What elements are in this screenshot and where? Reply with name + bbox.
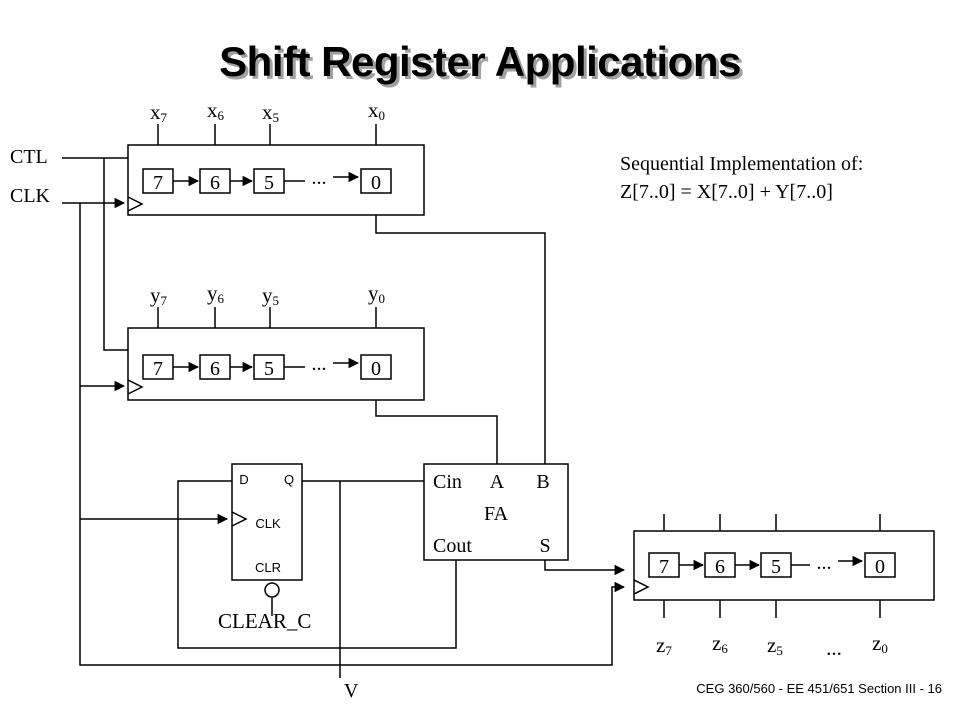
register-y: y7 y6 y5 y0 7 6 5 0 ... [127,281,425,401]
y-cell-7: 7 [153,358,163,380]
z-cell-7: 7 [659,556,669,578]
d-flipflop: D Q CLK CLR [231,463,303,598]
clock-triangle [127,196,144,212]
x-ellipsis: ... [312,167,327,189]
x-out-wire [375,215,546,464]
register-z: 7 6 5 0 ... z7 z6 z5 ... z0 [633,514,935,660]
x-cell-7: 7 [153,172,163,194]
ctl-to-y-wire [103,158,128,351]
x7-label: x7 [150,100,168,125]
s-to-z-wire [544,560,626,576]
fa-cin-label: Cin [433,471,462,493]
y-ellipsis: ... [312,353,327,375]
ctl-label: CTL [10,146,48,168]
fa-b-label: B [536,471,549,493]
y0-label: y0 [368,281,385,306]
z-cell-6: 6 [715,556,725,578]
y-out-wire [375,400,498,464]
clear-c-label: CLEAR_C [218,609,311,633]
y-cell-0: 0 [371,358,381,380]
fa-s-label: S [539,535,550,557]
description-line-2: Z[7..0] = X[7..0] + Y[7..0] [620,181,833,203]
z-cell-0: 0 [875,556,885,578]
y-cell-6: 6 [210,358,220,380]
clock-triangle [633,579,650,595]
description-line-1: Sequential Implementation of: [620,153,863,175]
ff-q-label: Q [284,472,294,487]
x0-label: x0 [368,98,385,123]
fa-cout-label: Cout [433,535,472,557]
clock-triangle [231,511,248,527]
z-ellipsis: ... [817,552,832,574]
v-label: V [344,680,359,702]
ff-d-label: D [239,472,248,487]
page-title: Shift Register Applications [219,38,741,85]
wiring [62,157,626,678]
z0-label: z0 [872,631,888,656]
clk-main-wire [79,203,626,666]
z-label-ellipsis: ... [826,636,842,660]
y5-label: y5 [262,283,279,308]
register-x: x7 x6 x5 x0 7 6 5 0 ... [127,98,425,216]
ff-clr-label: CLR [255,560,281,575]
ff-clk-label: CLK [255,516,281,531]
slide-footer: CEG 360/560 - EE 451/651 Section III - 1… [696,681,942,696]
x-cell-0: 0 [371,172,381,194]
z5-label: z5 [767,633,783,658]
clk-label: CLK [10,185,51,207]
x-cell-5: 5 [264,172,274,194]
y-cell-5: 5 [264,358,274,380]
x-cell-6: 6 [210,172,220,194]
z7-label: z7 [656,633,672,658]
z-cell-5: 5 [771,556,781,578]
y6-label: y6 [207,281,225,306]
fa-name-label: FA [484,503,509,525]
clock-triangle [127,379,144,395]
y7-label: y7 [150,283,168,308]
cout-to-d-wire [177,480,457,649]
x5-label: x5 [262,100,279,125]
x6-label: x6 [207,98,225,123]
clr-bubble [264,582,280,598]
z6-label: z6 [712,631,728,656]
full-adder: Cin A B FA Cout S [423,463,569,561]
fa-a-label: A [490,471,505,493]
